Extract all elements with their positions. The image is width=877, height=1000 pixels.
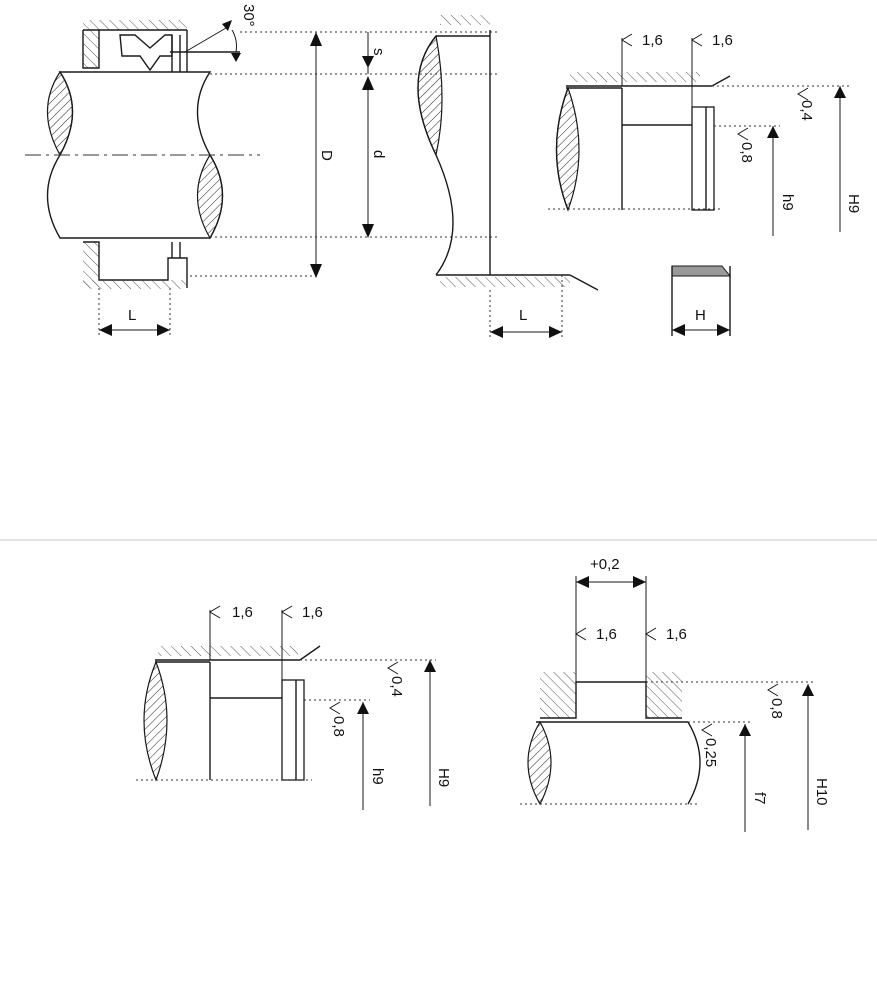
dim-L-left-arrow-a — [99, 324, 112, 336]
angle-arrow-bottom — [231, 53, 241, 62]
br-shaft-section — [527, 720, 552, 806]
tol-f7: f7 — [751, 792, 768, 805]
tol-H10: H10 — [813, 778, 830, 806]
dim-s-label: s — [370, 48, 387, 56]
housing-hatch-bottom — [83, 280, 187, 289]
bl-H9-arrow — [424, 660, 436, 672]
bl-groove-ring — [281, 679, 305, 781]
H9-arrow — [834, 86, 846, 98]
housing-hatch-right-top — [440, 15, 490, 25]
H10-arrow — [802, 684, 814, 696]
groove-shaft-section — [555, 86, 580, 212]
rough-top-3: 0,4 — [798, 100, 815, 121]
bl-h9-arrow — [357, 702, 369, 714]
bl-shaft-section — [143, 660, 168, 782]
shaft-section-right-bottom — [196, 153, 224, 240]
dim-d-label: d — [370, 150, 387, 158]
dim-D-arrow-top — [310, 32, 322, 46]
dim-L-left-arrow-b — [157, 324, 170, 336]
groove-detail-top: 1,6 1,6 0,4 0,8 h9 H9 H — [548, 32, 862, 336]
rough-top-4: 0,8 — [738, 142, 755, 163]
dim-H-label: H — [695, 307, 706, 324]
groove-ring — [691, 106, 715, 211]
br-housing-left — [540, 672, 576, 718]
dim-s-arrow — [362, 56, 374, 68]
housing-wall-top — [83, 30, 99, 68]
rough-top-2: 1,6 — [712, 32, 733, 49]
rough-bl-4: 0,8 — [330, 716, 347, 737]
tol-h9-top: h9 — [779, 194, 796, 211]
width-arrow-b — [633, 576, 646, 588]
groove-hatch — [570, 72, 700, 82]
rough-br-2: 1,6 — [666, 626, 687, 643]
tol-H9-top: H9 — [845, 194, 862, 213]
housing-hatch-top — [83, 20, 187, 30]
f7-arrow — [739, 724, 751, 736]
tol-H9-bl: H9 — [435, 768, 452, 787]
seal-installation-view: 30° D s d — [25, 4, 599, 340]
angle-arrow — [222, 20, 232, 31]
rough-br-4: 0,25 — [702, 738, 719, 767]
groove-detail-bottom-left: 1,6 1,6 0,4 0,8 h9 H9 — [136, 604, 452, 810]
br-housing-right — [646, 672, 682, 718]
angle-label: 30° — [240, 4, 257, 27]
shaft-slice-section — [417, 34, 443, 157]
dim-D-label: D — [318, 150, 335, 161]
rough-top-1: 1,6 — [642, 32, 663, 49]
width-tolerance: +0,2 — [590, 556, 620, 573]
bl-groove-hatch — [158, 646, 298, 656]
dim-L-right-arrow-b — [549, 326, 562, 338]
dim-L-right-label: L — [519, 307, 527, 324]
dim-D-arrow-bottom — [310, 264, 322, 278]
seal-lip-profile — [119, 34, 173, 72]
housing-wall-bottom — [83, 242, 99, 288]
rough-bl-3: 0,4 — [388, 676, 405, 697]
rough-bl-2: 1,6 — [302, 604, 323, 621]
dim-d-arrow-bottom — [362, 224, 374, 238]
rough-br-1: 1,6 — [596, 626, 617, 643]
H-width-detail — [671, 265, 732, 277]
dim-L-left-label: L — [128, 307, 136, 324]
housing-hatch-right-bottom — [440, 277, 570, 287]
dim-d-arrow-top — [362, 76, 374, 90]
shaft-section-left-top — [46, 70, 74, 157]
br-shaft-right-edge — [687, 721, 701, 805]
groove-detail-bottom-right: +0,2 1,6 1,6 0,8 0,25 f7 H10 — [520, 556, 830, 832]
h9-arrow — [767, 126, 779, 138]
rough-bl-1: 1,6 — [232, 604, 253, 621]
tol-h9-bl: h9 — [369, 768, 386, 785]
dim-L-right-arrow-a — [490, 326, 503, 338]
dim-H-arrow-b — [717, 324, 730, 336]
dim-H-arrow-a — [672, 324, 685, 336]
width-arrow-a — [576, 576, 589, 588]
rough-br-3: 0,8 — [768, 698, 785, 719]
